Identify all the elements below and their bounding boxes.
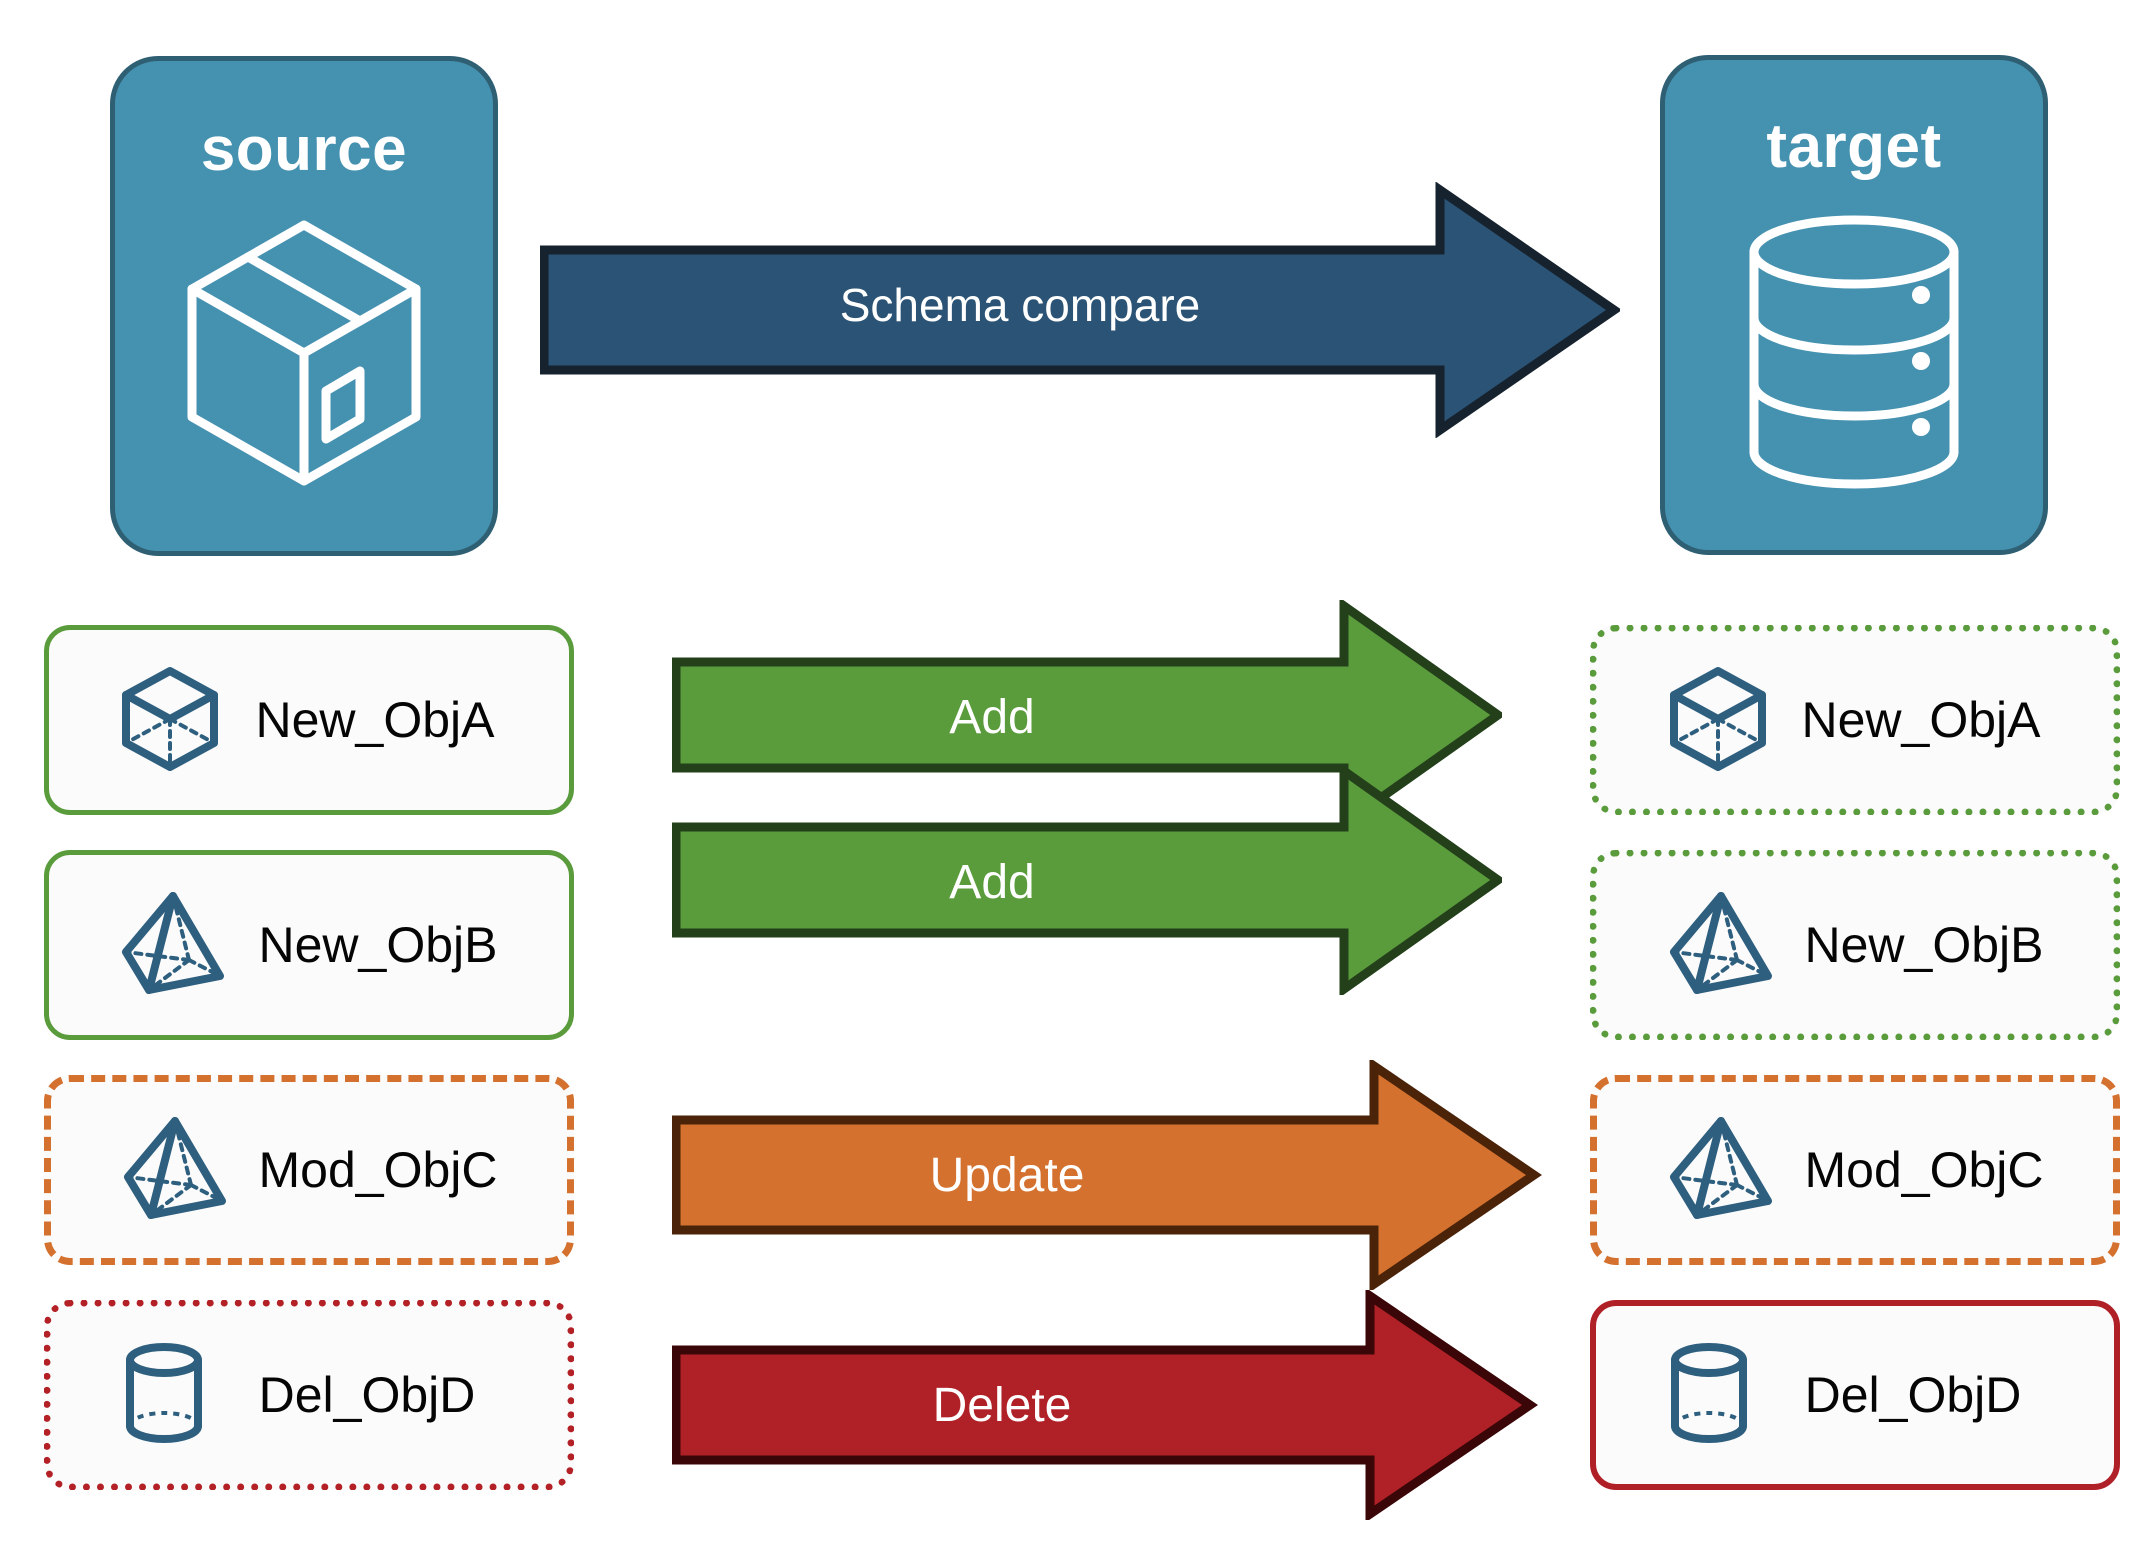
- target-object-row-4[interactable]: Del_ObjD: [1590, 1300, 2120, 1490]
- target-object-label-2: New_ObjB: [1804, 917, 2044, 973]
- add-arrow-2: [671, 762, 1506, 998]
- schema-compare-label: Schema compare: [839, 279, 1201, 331]
- pyramid-wireframe-icon: [1667, 890, 1775, 1001]
- delete-arrow-label: Delete: [932, 1379, 1072, 1432]
- source-object-label-2: New_ObjB: [258, 917, 498, 973]
- cylinder-wireframe-icon: [121, 1340, 207, 1451]
- add-arrow-1: [671, 597, 1506, 833]
- source-object-label-3: Mod_ObjC: [258, 1142, 498, 1198]
- update-arrow-label: Update: [929, 1149, 1085, 1202]
- source-object-label-1: New_ObjA: [255, 692, 495, 748]
- pyramid-wireframe-icon: [119, 890, 227, 1001]
- target-object-row-3[interactable]: Mod_ObjC: [1590, 1075, 2120, 1265]
- source-object-label-4: Del_ObjD: [258, 1367, 476, 1423]
- cube-wireframe-icon: [1667, 665, 1769, 776]
- source-object-row-3[interactable]: Mod_ObjC: [44, 1075, 574, 1265]
- pyramid-wireframe-icon: [121, 1115, 229, 1226]
- cylinder-wireframe-icon: [1666, 1340, 1752, 1451]
- target-object-label-1: New_ObjA: [1801, 692, 2041, 748]
- database-cylinder-icon: [1739, 212, 1969, 497]
- target-object-label-4: Del_ObjD: [1804, 1367, 2022, 1423]
- source-object-row-4[interactable]: Del_ObjD: [44, 1300, 574, 1490]
- add-arrow-label-1: Add: [949, 691, 1035, 744]
- target-object-row-1[interactable]: New_ObjA: [1590, 625, 2120, 815]
- update-arrow: [671, 1057, 1542, 1293]
- target-endpoint-card[interactable]: target: [1660, 55, 2048, 555]
- source-title: source: [200, 115, 408, 184]
- target-object-row-2[interactable]: New_ObjB: [1590, 850, 2120, 1040]
- source-object-row-1[interactable]: New_ObjA: [44, 625, 574, 815]
- target-object-label-3: Mod_ObjC: [1804, 1142, 2044, 1198]
- cube-wireframe-icon: [119, 665, 221, 776]
- delete-arrow: [671, 1287, 1542, 1523]
- target-title: target: [1766, 112, 1942, 181]
- package-box-icon: [174, 211, 434, 496]
- schema-compare-arrow: [539, 181, 1622, 439]
- pyramid-wireframe-icon: [1667, 1115, 1775, 1226]
- source-endpoint-card[interactable]: source: [110, 56, 498, 556]
- add-arrow-label-2: Add: [949, 856, 1035, 909]
- source-object-row-2[interactable]: New_ObjB: [44, 850, 574, 1040]
